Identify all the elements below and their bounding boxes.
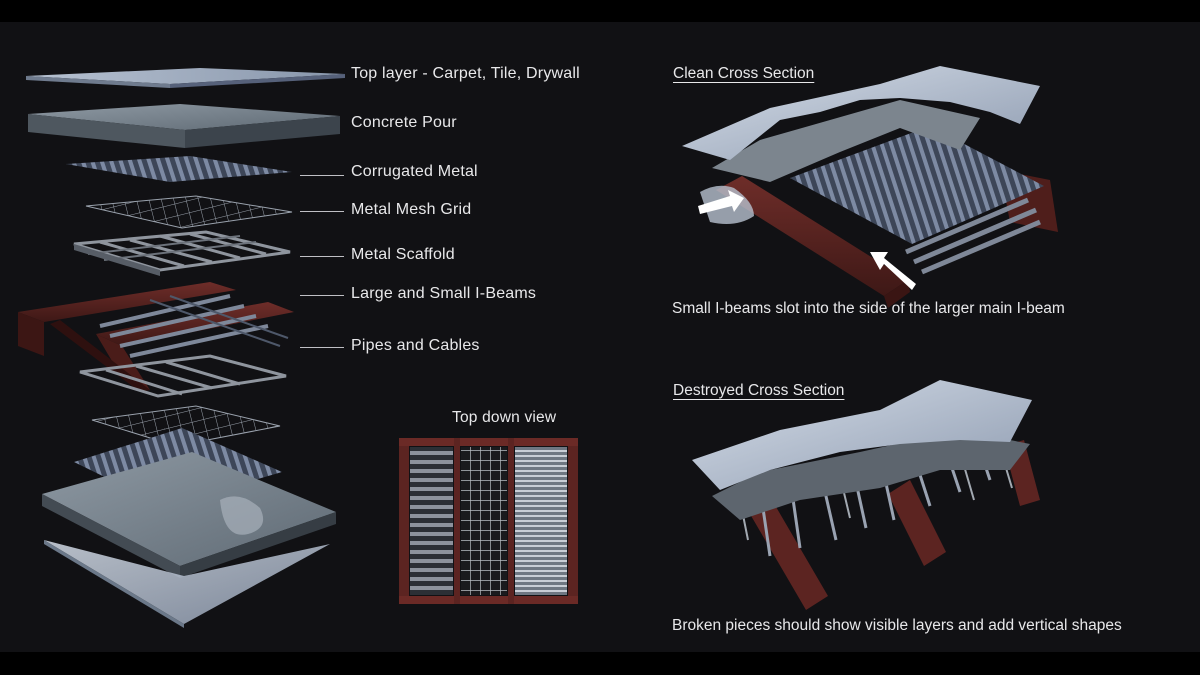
layer-ibeams-graphic <box>18 282 294 392</box>
layer-lower-scaffold-graphic <box>79 354 287 398</box>
destroyed-section-heading: Destroyed Cross Section <box>673 382 845 399</box>
label-metal-scaffold: Metal Scaffold <box>351 246 455 263</box>
layer-mesh-graphic <box>85 195 293 229</box>
layer-scaffold-graphic <box>73 230 291 276</box>
layer-lower-mesh-graphic <box>91 405 281 447</box>
clean-section-heading: Clean Cross Section <box>673 65 815 82</box>
leader-scaffold <box>300 256 344 257</box>
top-down-graphic <box>399 438 578 604</box>
layer-lower-top-graphic <box>44 540 330 628</box>
label-top-layer: Top layer - Carpet, Tile, Drywall <box>351 65 580 82</box>
layer-top-graphic <box>26 68 345 88</box>
layer-lower-concrete-graphic <box>42 452 336 578</box>
top-down-title: Top down view <box>452 409 557 426</box>
label-corrugated-metal: Corrugated Metal <box>351 163 478 180</box>
destroyed-section-graphic <box>692 380 1040 610</box>
leader-corrugated <box>300 175 344 176</box>
label-concrete-pour: Concrete Pour <box>351 114 457 131</box>
clean-section-caption: Small I-beams slot into the side of the … <box>672 300 1065 317</box>
leader-ibeams <box>300 295 344 296</box>
destroyed-section-caption: Broken pieces should show visible layers… <box>672 617 1122 634</box>
leader-mesh <box>300 211 344 212</box>
leader-pipes <box>300 347 344 348</box>
label-ibeams: Large and Small I-Beams <box>351 285 537 302</box>
clean-section-graphic <box>682 66 1058 308</box>
layer-corrugated-graphic <box>66 156 292 182</box>
layer-concrete-graphic <box>28 104 340 148</box>
label-metal-mesh-grid: Metal Mesh Grid <box>351 201 472 218</box>
label-pipes-cables: Pipes and Cables <box>351 337 480 354</box>
